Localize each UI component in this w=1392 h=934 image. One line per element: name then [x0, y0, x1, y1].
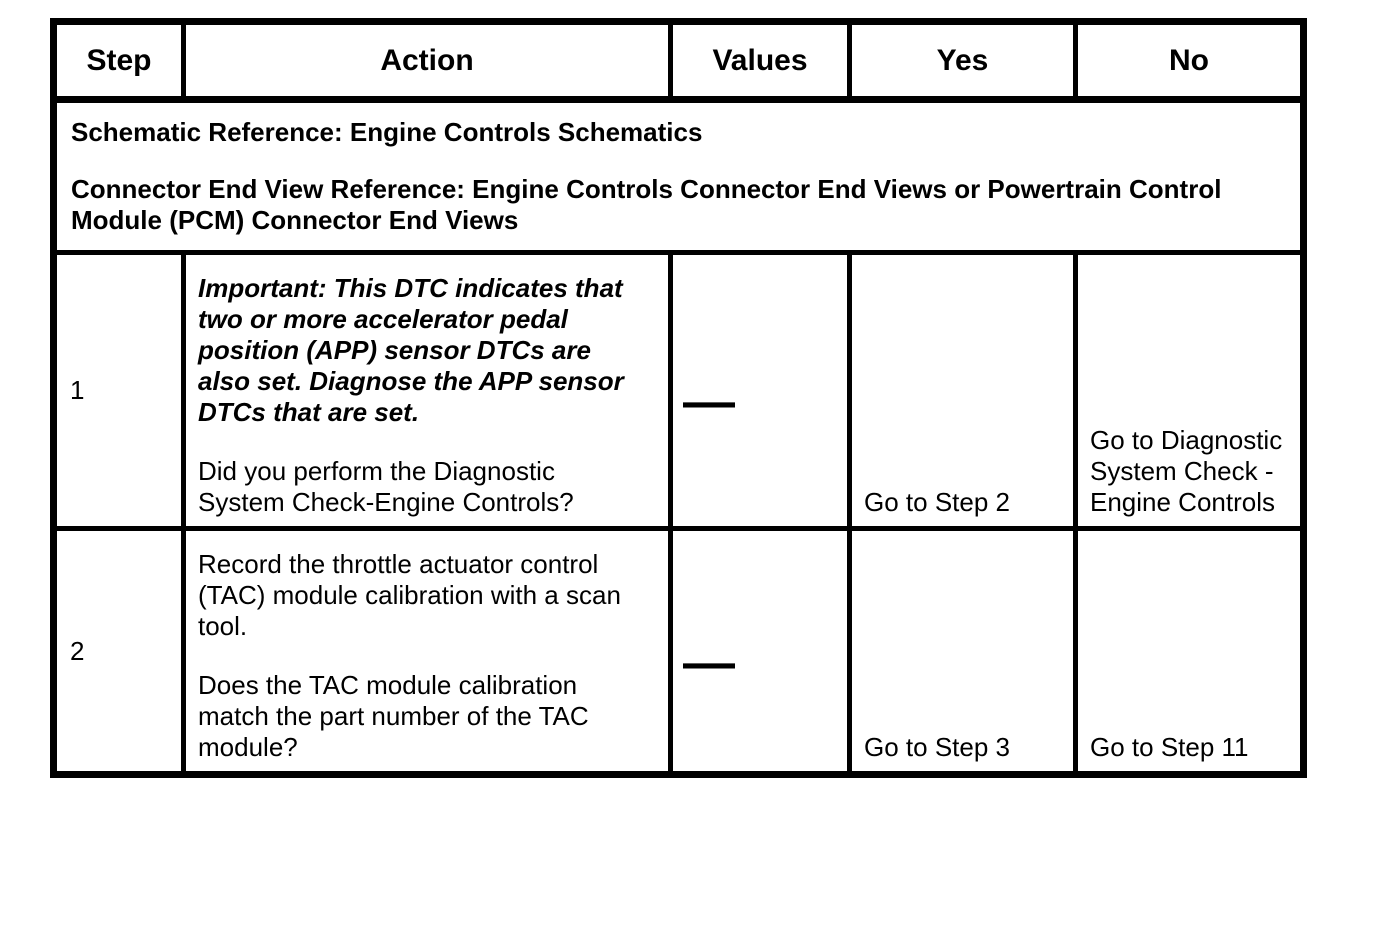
- values-cell: —: [668, 526, 852, 777]
- schematic-reference-text: Schematic Reference: Engine Controls Sch…: [71, 117, 703, 147]
- diagnostic-table-container: Step Action Values Yes No Schematic Refe…: [50, 18, 1307, 778]
- step-number: 1: [51, 250, 186, 531]
- column-header-values: Values: [668, 19, 852, 103]
- diagnostic-table: Step Action Values Yes No Schematic Refe…: [50, 18, 1307, 778]
- column-header-yes: Yes: [847, 19, 1078, 103]
- action-question-text: Did you perform the Diagnostic System Ch…: [198, 456, 574, 517]
- table-header-row: Step Action Values Yes No: [51, 19, 1306, 103]
- action-cell: Important: This DTC indicates that two o…: [181, 250, 673, 531]
- action-instruction-text: Record the throttle actuator control (TA…: [198, 549, 621, 641]
- no-cell: Go to Step 11: [1073, 526, 1306, 777]
- important-note-text: Important: This DTC indicates that two o…: [198, 273, 624, 427]
- table-row-step-2: 2 Record the throttle actuator control (…: [51, 526, 1306, 777]
- column-header-step: Step: [51, 19, 186, 103]
- reference-cell: Schematic Reference: Engine Controls Sch…: [51, 97, 1306, 255]
- reference-row: Schematic Reference: Engine Controls Sch…: [51, 97, 1306, 255]
- step-number: 2: [51, 526, 186, 777]
- action-question-text: Does the TAC module calibration match th…: [198, 670, 589, 762]
- action-cell: Record the throttle actuator control (TA…: [181, 526, 673, 777]
- values-cell: —: [668, 250, 852, 531]
- dash-placeholder: —: [683, 633, 735, 692]
- column-header-action: Action: [181, 19, 673, 103]
- yes-cell: Go to Step 3: [847, 526, 1078, 777]
- dash-placeholder: —: [683, 373, 735, 431]
- table-row-step-1: 1 Important: This DTC indicates that two…: [51, 250, 1306, 531]
- column-header-no: No: [1073, 19, 1306, 103]
- yes-cell: Go to Step 2: [847, 250, 1078, 531]
- no-cell: Go to Diagnostic System Check - Engine C…: [1073, 250, 1306, 531]
- connector-end-view-reference-text: Connector End View Reference: Engine Con…: [71, 174, 1222, 235]
